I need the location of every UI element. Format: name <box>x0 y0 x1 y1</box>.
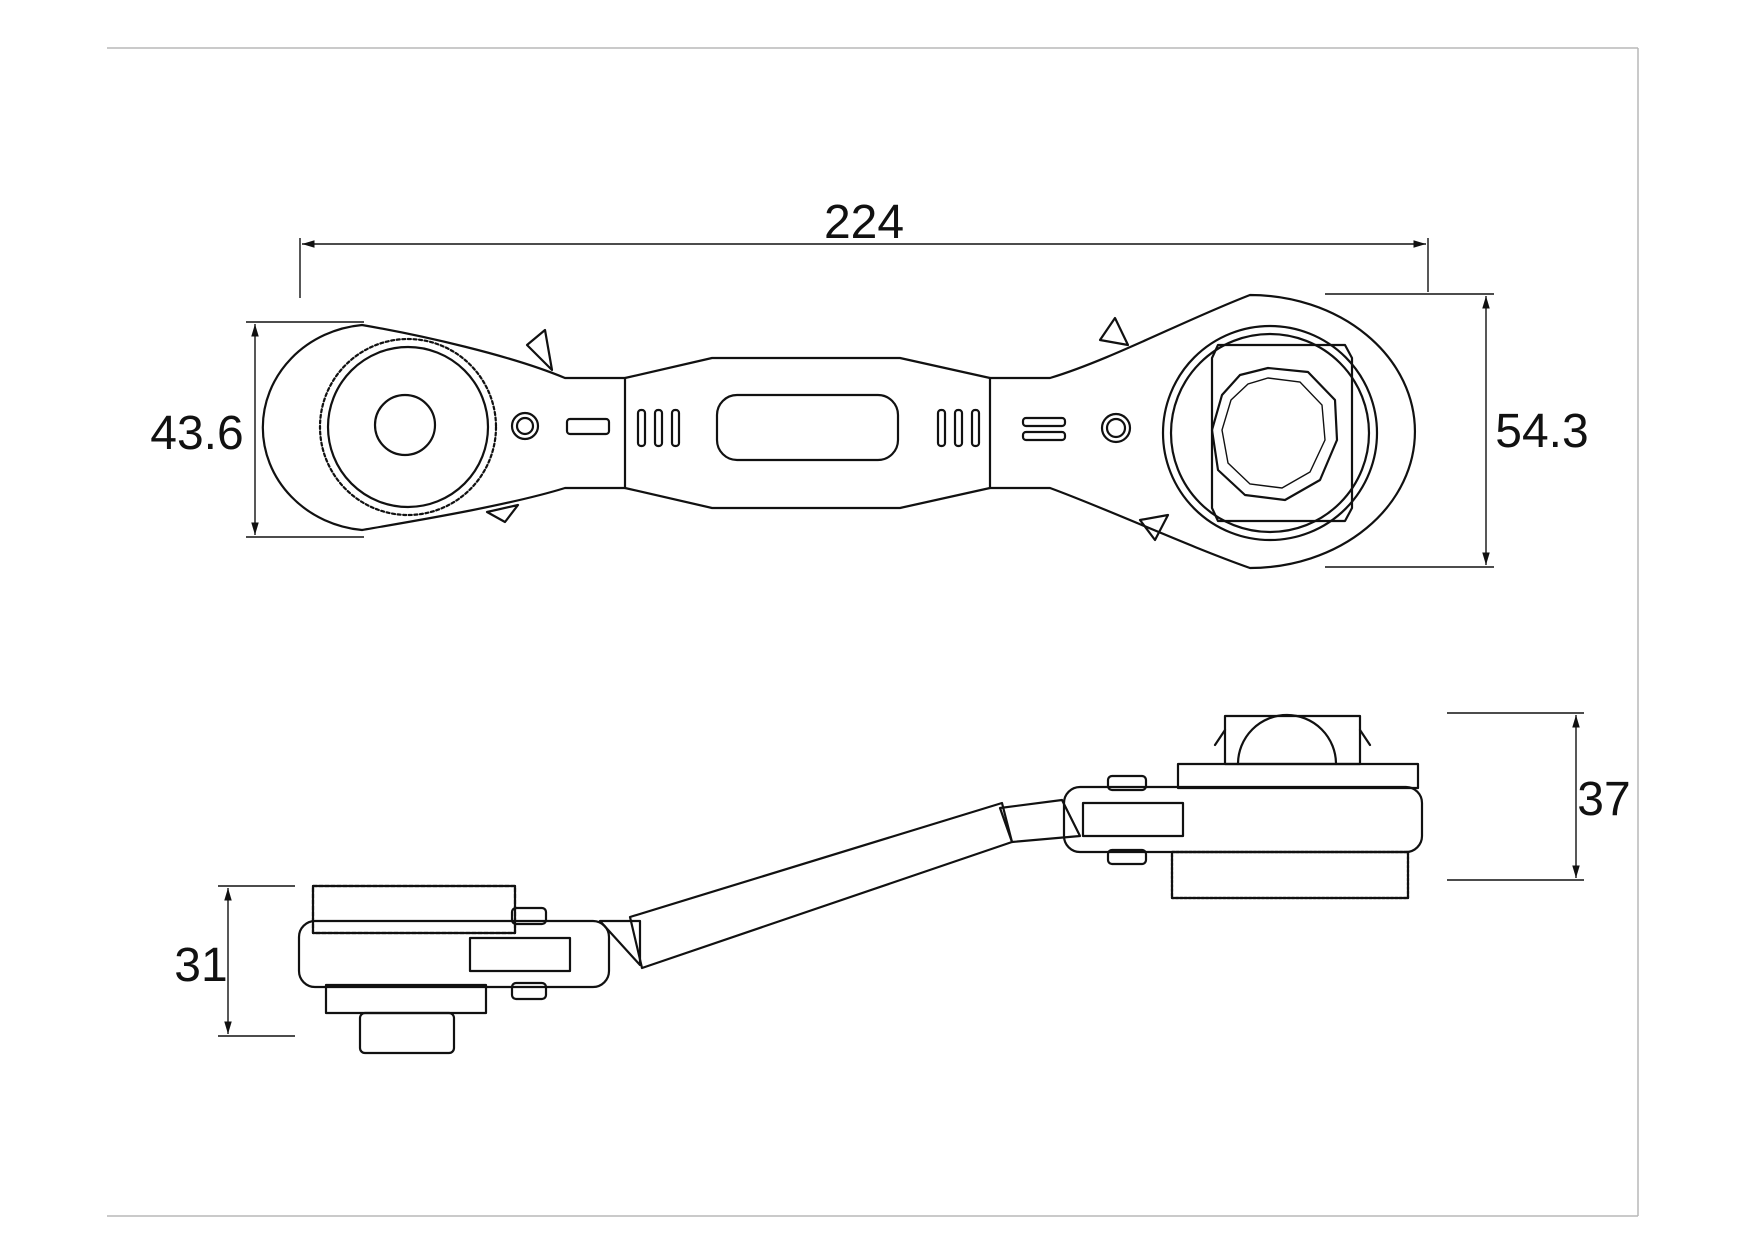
dim-label-small-head-thickness: 31 <box>174 939 227 992</box>
left-pivot-pin <box>510 411 540 441</box>
small-ratchet-head <box>318 337 498 517</box>
dim-label-large-head-width: 54.3 <box>1495 405 1588 458</box>
pawl-tab-right-bottom <box>1138 513 1170 542</box>
right-arm-joint <box>998 798 1082 844</box>
handle-window <box>715 393 900 462</box>
right-pivot-pin <box>1100 412 1132 444</box>
dim-small-head-width: 43.6 <box>150 321 364 538</box>
pawl-tab-left-bottom <box>485 503 520 524</box>
dim-label-overall-length: 224 <box>824 196 904 249</box>
right-head-slot <box>1081 801 1185 838</box>
right-switch-marks <box>1021 416 1067 442</box>
handle-grip <box>623 376 992 490</box>
socket-top <box>1223 714 1362 766</box>
top-view-outline <box>261 293 1416 570</box>
dim-large-head-width: 54.3 <box>1325 293 1589 568</box>
spline-socket <box>1210 366 1339 502</box>
large-socket-head <box>1161 324 1379 542</box>
square-drive-side <box>358 1011 456 1055</box>
socket-insert <box>1210 343 1354 523</box>
wrench-side-view <box>297 713 1424 1055</box>
dim-small-head-thickness: 31 <box>174 885 295 1037</box>
left-head-body <box>297 919 611 989</box>
right-top-collar <box>1176 762 1420 790</box>
pawl-tab-right-top <box>1098 316 1130 347</box>
pawl-tab-left-top <box>525 328 554 372</box>
right-head-body <box>1062 785 1424 854</box>
driver-top-ring <box>311 884 517 935</box>
left-head-slot <box>468 936 572 973</box>
dim-overall-length: 224 <box>299 196 1429 298</box>
right-ratchet-ring <box>1170 850 1410 900</box>
square-drive <box>373 393 437 457</box>
drawing-frame <box>107 47 1639 1217</box>
handle-side <box>628 801 1014 970</box>
left-arm-joint <box>598 919 642 967</box>
wrench-top-view <box>261 293 1416 570</box>
left-drive-collar <box>324 983 488 1015</box>
dim-label-large-head-thickness: 37 <box>1577 773 1630 826</box>
dim-large-head-thickness: 37 <box>1447 712 1631 881</box>
dim-label-small-head-width: 43.6 <box>150 407 243 460</box>
left-switch-slot <box>565 417 611 436</box>
